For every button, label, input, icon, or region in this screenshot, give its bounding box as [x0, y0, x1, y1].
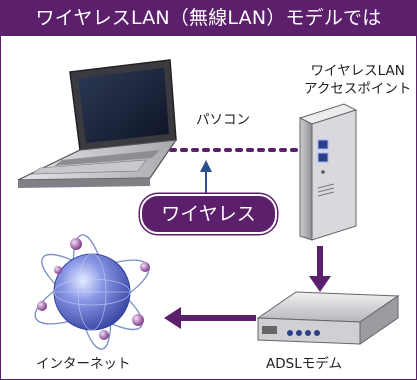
- globe-icon: [34, 234, 150, 350]
- pc-label: パソコン: [196, 112, 250, 128]
- arrow-down-icon: [309, 246, 331, 292]
- arrow-left-icon: [164, 307, 256, 329]
- wireless-badge: ワイヤレス: [140, 194, 277, 234]
- diagram-title: ワイヤレスLAN（無線LAN）モデルでは: [1, 1, 416, 36]
- access-point-label-line1: ワイヤレスLAN: [310, 63, 405, 79]
- access-point-label: ワイヤレスLAN アクセスポイント: [304, 62, 411, 98]
- modem-label: ADSLモデム: [266, 356, 342, 372]
- laptop-icon: [17, 59, 178, 188]
- internet-label: インターネット: [36, 356, 131, 372]
- access-point-icon: [298, 103, 358, 241]
- access-point-label-line2: アクセスポイント: [304, 81, 412, 97]
- adsl-modem-icon: [256, 291, 400, 345]
- wireless-arrow-icon: [200, 160, 212, 193]
